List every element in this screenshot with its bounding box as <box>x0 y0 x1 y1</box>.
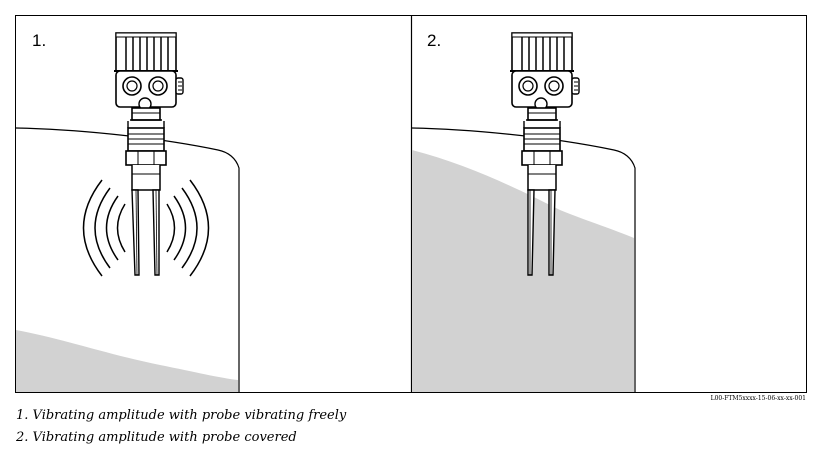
caption-1: 1. Vibrating amplitude with probe vibrat… <box>16 408 347 423</box>
figure-code: L00-FTM5xxxx-15-06-xx-xx-001 <box>711 395 806 402</box>
panel-1 <box>15 32 240 392</box>
tank-2 <box>411 127 636 392</box>
panel-label-1: 1. <box>32 31 46 50</box>
liquid-2 <box>412 150 634 392</box>
vibration-arcs <box>82 179 210 277</box>
liquid-1 <box>16 330 238 392</box>
panel-2 <box>411 32 636 392</box>
caption-2: 2. Vibrating amplitude with probe covere… <box>16 430 297 445</box>
tank-1 <box>15 127 240 392</box>
panel-label-2: 2. <box>427 31 441 50</box>
